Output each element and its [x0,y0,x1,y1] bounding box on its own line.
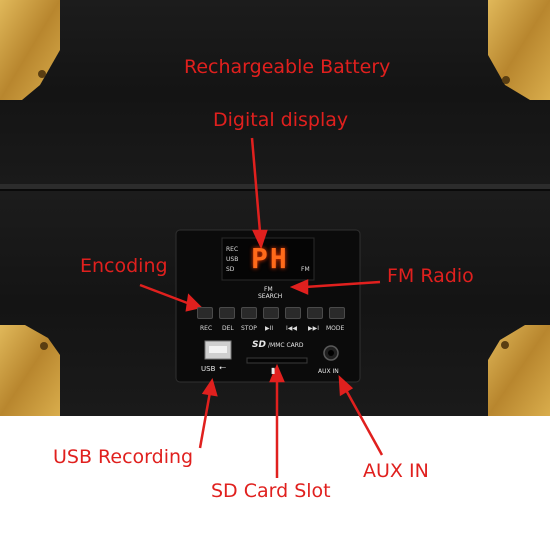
fm-radio-callout: FM Radio [387,265,474,287]
next-button-label: ▶▶I [308,325,319,332]
brass-corner-top-left [0,0,60,100]
usb-port[interactable] [205,341,231,359]
arrow-head-display [252,229,268,250]
arrow-head-aux [338,375,354,397]
brass-corner-bottom-left [0,325,60,416]
sd-card-slot-callout: SD Card Slot [211,480,331,502]
arrow-head-usb [201,378,218,397]
fm-search-label-1: FM [264,286,273,293]
aux-label: AUX IN [318,368,339,375]
arrow-aux [344,389,384,456]
display-readout: PH [251,242,289,275]
stop-button[interactable] [241,307,257,319]
sd-logo: SD [252,340,266,350]
encoding-callout: Encoding [80,255,168,277]
next-button[interactable] [307,307,323,319]
display-callout: Digital display [213,109,349,131]
usb-label: USB [201,365,216,373]
stop-button-label: STOP [241,325,257,332]
mode-button-label: MODE [326,325,345,332]
sd-caption: /MMC CARD [268,342,304,349]
rec-button[interactable] [197,307,213,319]
del-button[interactable] [219,307,235,319]
indicator-rec: REC [226,246,239,253]
battery-callout: Rechargeable Battery [184,56,391,78]
indicator-usb: USB [226,256,239,263]
aux-in-jack[interactable] [324,346,338,360]
arrow-display [250,137,262,233]
indicator-sd: SD [226,266,235,273]
mode-button[interactable] [329,307,345,319]
play-pause-button-label: ▶II [265,325,274,332]
brass-corner-bottom-right [488,325,550,416]
arrow-encoding [139,283,191,306]
previous-button-label: I◀◀ [286,325,297,332]
aux-in-callout: AUX IN [363,460,429,482]
sd-card-slot[interactable] [247,356,307,365]
previous-button[interactable] [285,307,301,319]
indicator-fm: FM [301,266,310,273]
arrow-head-encoding [185,293,203,312]
arrow-fm [304,280,381,289]
fm-search-label-2: SEARCH [258,293,283,300]
rec-button-label: REC [200,325,213,332]
arrow-usb [198,391,212,449]
del-button-label: DEL [222,325,234,332]
arrow-head-sd [269,363,285,383]
usb-icon: ⭠ [219,363,227,373]
arrow-head-fm [289,279,309,295]
brass-corner-top-right [488,0,550,100]
usb-recording-callout: USB Recording [53,446,194,468]
sd-card-icon: ▮ [271,366,276,375]
play-pause-button[interactable] [263,307,279,319]
